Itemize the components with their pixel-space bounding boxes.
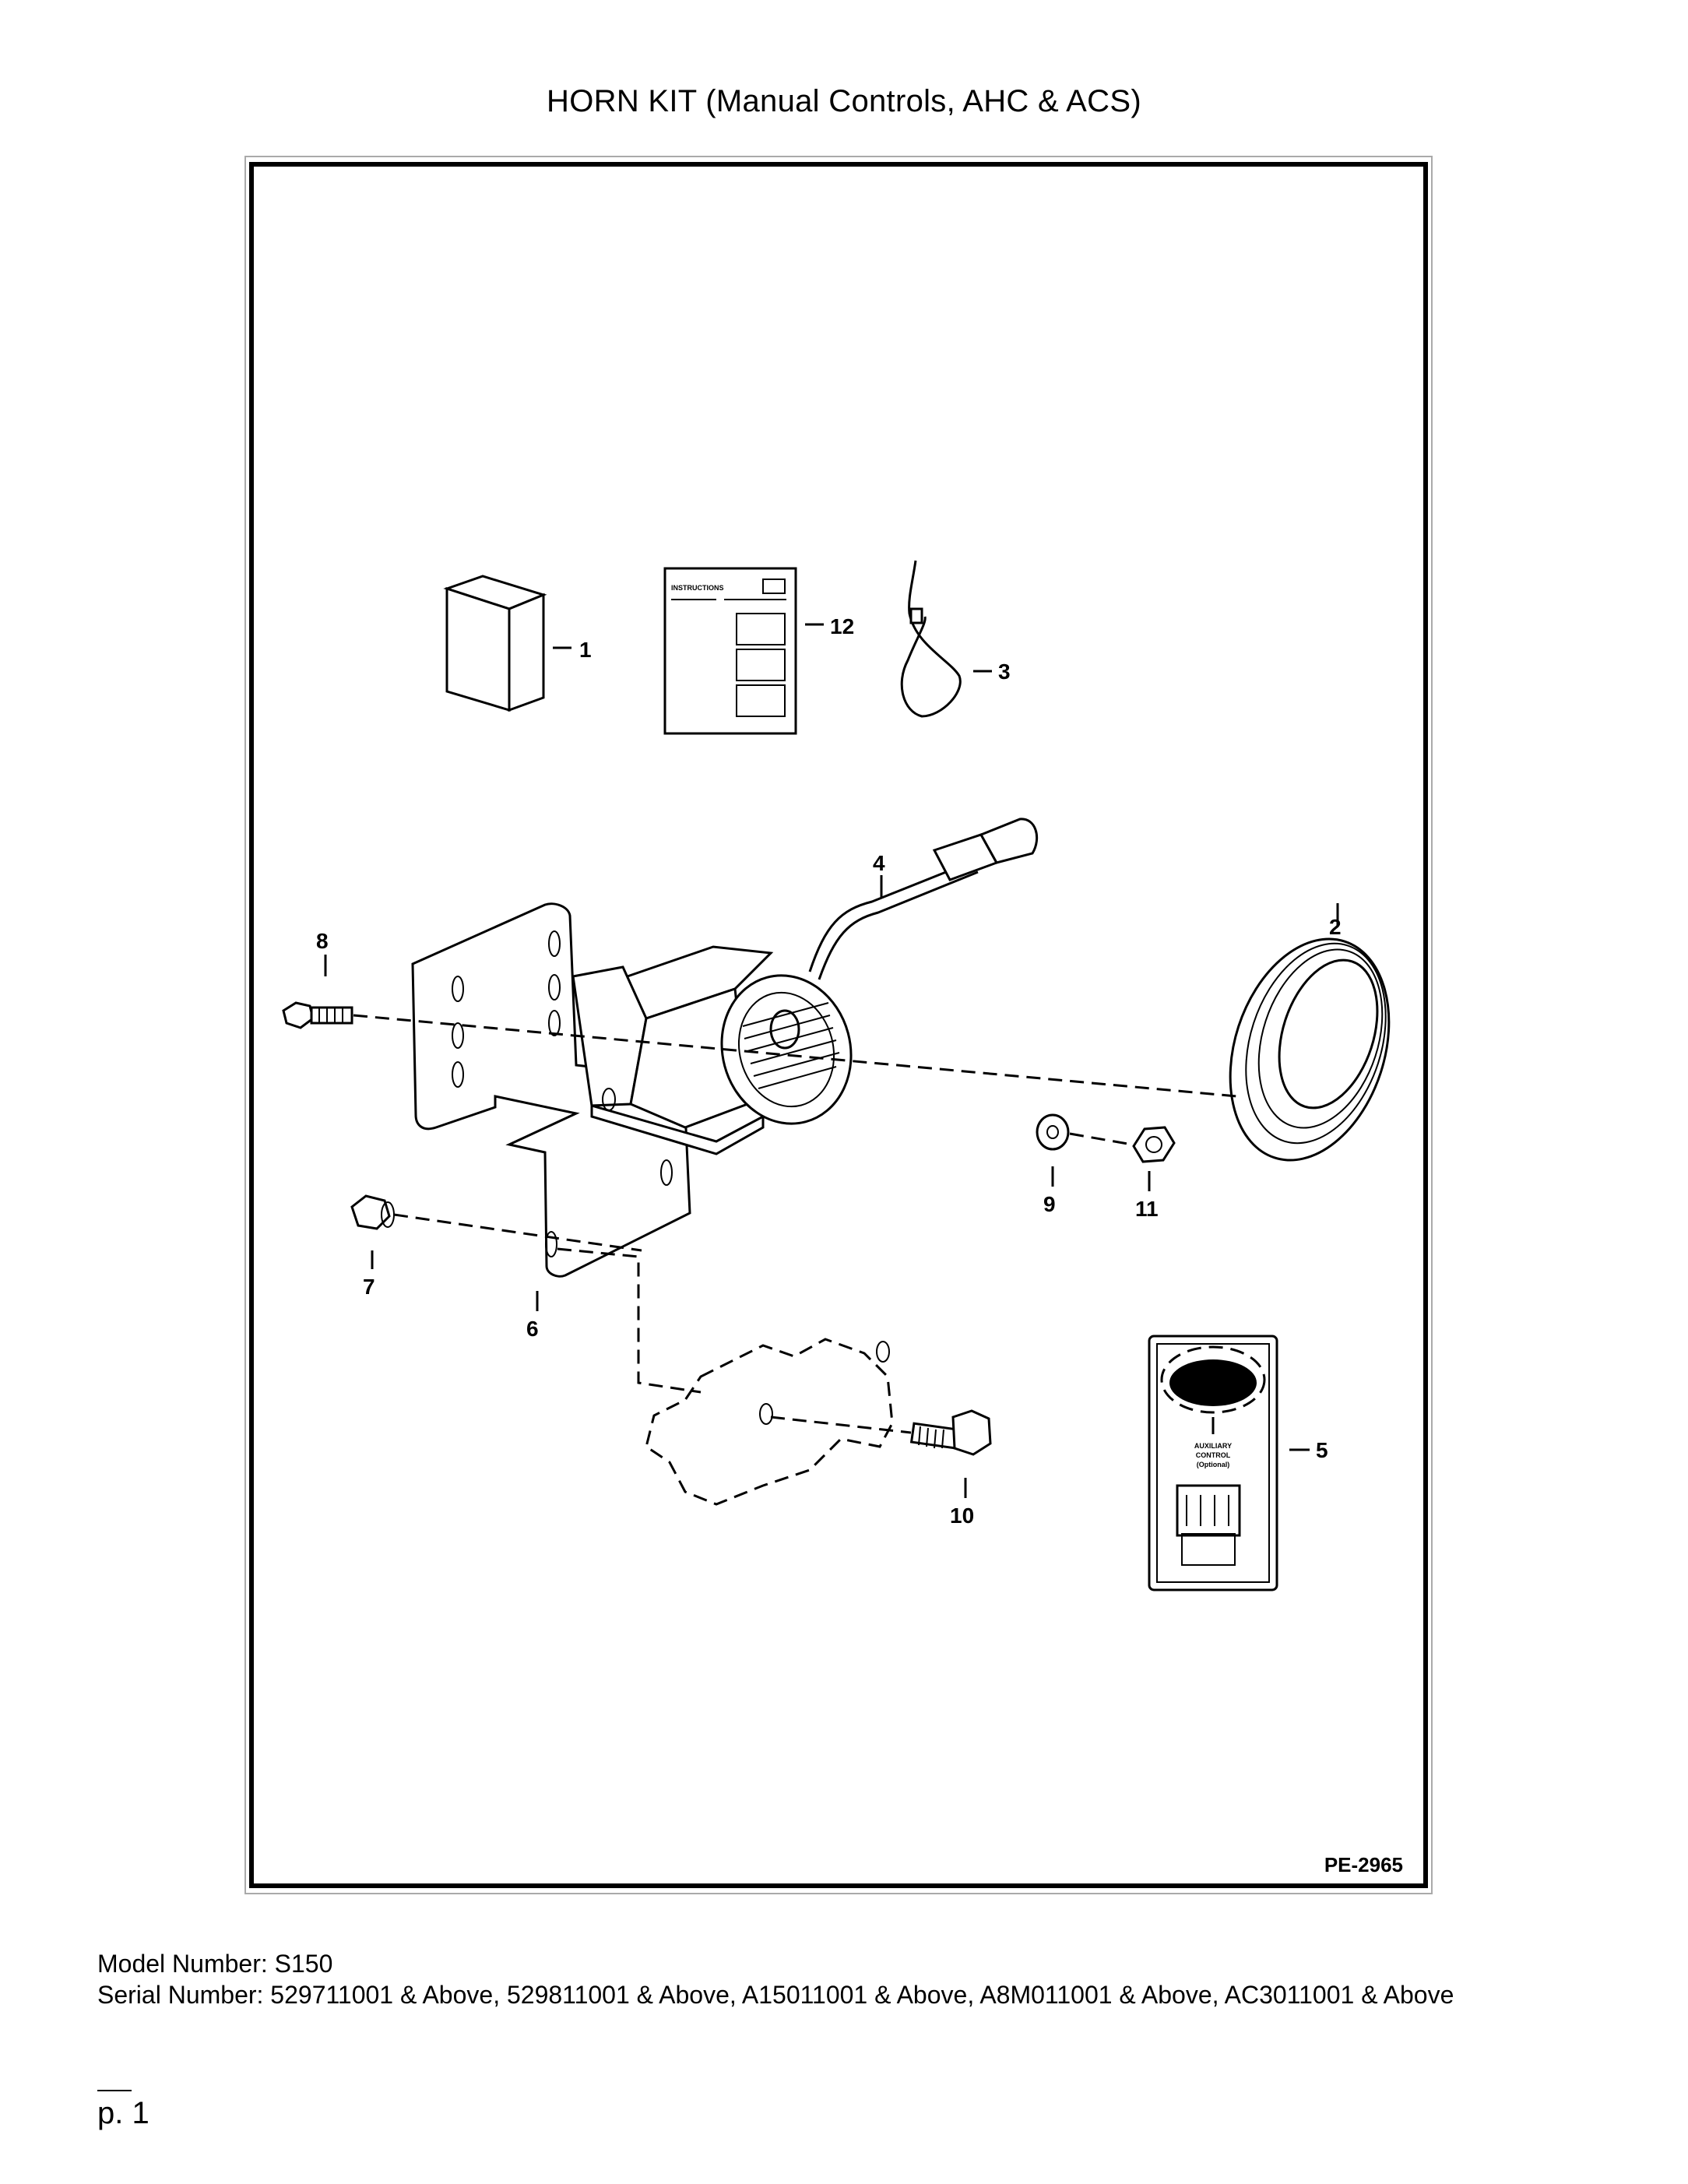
part-3-cable-tie xyxy=(900,560,992,718)
figure-id: PE-2965 xyxy=(1324,1853,1403,1876)
model-number: Model Number: S150 xyxy=(97,1950,333,1978)
part-10-bolt xyxy=(909,1409,992,1498)
decal-text-2: CONTROL xyxy=(1196,1451,1231,1459)
figure-outer-border xyxy=(244,156,1433,1894)
callout-9: 9 xyxy=(1043,1192,1056,1216)
callout-3: 3 xyxy=(998,659,1011,684)
part-2-grommet xyxy=(1229,903,1391,1162)
assembly-lines xyxy=(353,1014,1237,1434)
part-9-washer xyxy=(1036,1113,1070,1187)
callout-1: 1 xyxy=(579,638,592,662)
part-8-bolt xyxy=(282,955,353,1029)
decal-text-3: (Optional) xyxy=(1197,1461,1230,1468)
part-5-decal: AUXILIARY CONTROL (Optional) xyxy=(1148,1335,1310,1591)
part-12-instructions: INSTRUCTIONS xyxy=(663,567,824,735)
decal-text-1: AUXILIARY xyxy=(1194,1442,1232,1450)
page-title: HORN KIT (Manual Controls, AHC & ACS) xyxy=(547,84,1141,118)
callout-11: 11 xyxy=(1135,1197,1159,1221)
callout-12: 12 xyxy=(830,614,854,638)
callout-6: 6 xyxy=(526,1317,539,1341)
callout-4: 4 xyxy=(873,851,885,875)
part-7-nut xyxy=(350,1194,395,1269)
part-4-horn xyxy=(571,818,1039,1155)
callout-labels: 1 2 3 4 5 6 7 8 9 10 11 12 xyxy=(316,614,1342,1528)
callout-10: 10 xyxy=(950,1503,974,1528)
part-1-box xyxy=(443,575,571,712)
part-6-bracket xyxy=(411,902,691,1311)
mounting-surface-outline xyxy=(645,1338,894,1506)
callout-7: 7 xyxy=(363,1275,375,1299)
parts-diagram: INSTRUCTIONS xyxy=(282,560,1391,1591)
part-11-nut xyxy=(1132,1126,1176,1191)
page-number: p. 1 xyxy=(97,2096,149,2130)
instructions-label: INSTRUCTIONS xyxy=(671,584,724,592)
callout-2: 2 xyxy=(1329,915,1342,939)
serial-number: Serial Number: 529711001 & Above, 529811… xyxy=(97,1981,1454,2009)
callout-8: 8 xyxy=(316,929,329,953)
figure-frame xyxy=(249,162,1428,1888)
callout-5: 5 xyxy=(1316,1438,1328,1462)
page-rule xyxy=(97,2090,132,2091)
